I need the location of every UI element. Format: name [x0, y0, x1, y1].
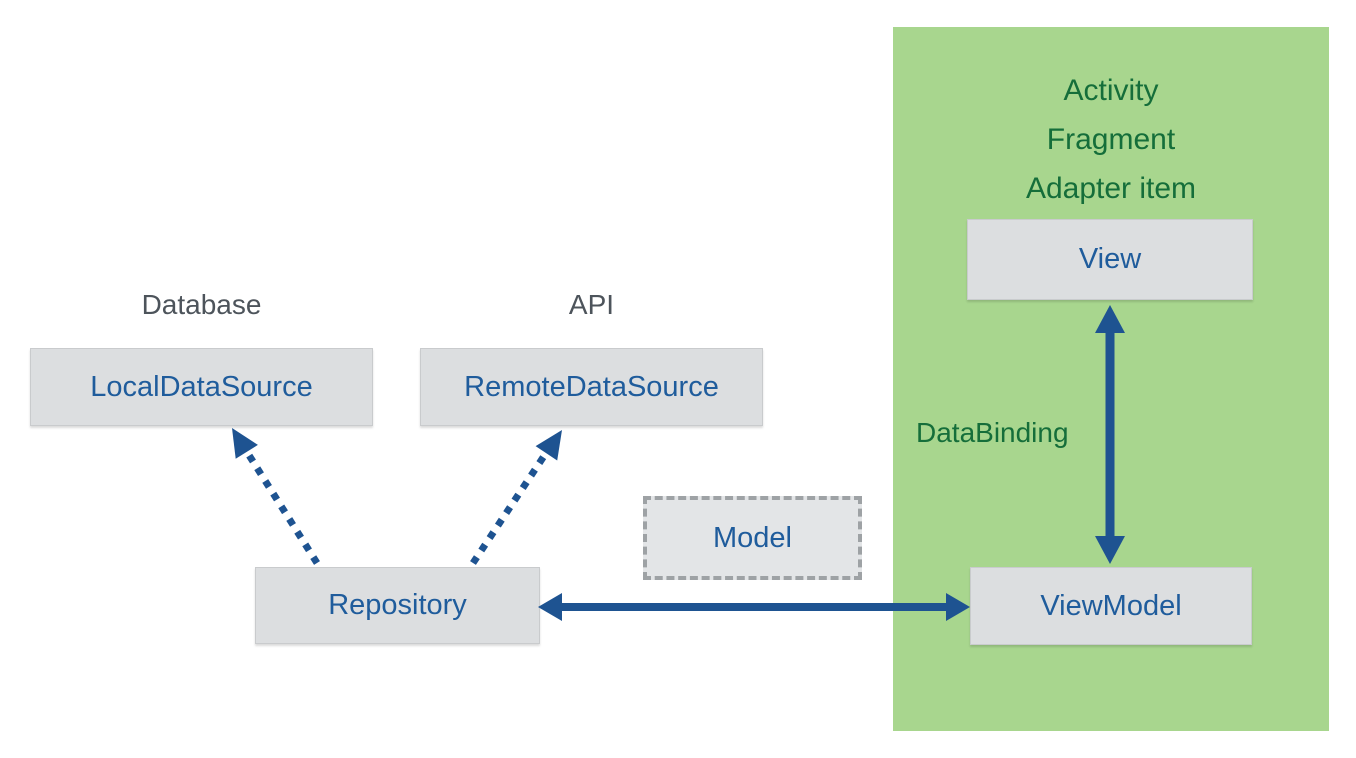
node-view-label: View [1078, 243, 1142, 275]
node-model-label: Model [713, 521, 792, 554]
node-remote-data-source: RemoteDataSource [420, 348, 763, 426]
node-local-data-source-label: LocalDataSource [90, 370, 313, 403]
api-label: API [568, 289, 615, 320]
node-repository-label: Repository [328, 589, 467, 621]
node-model: Model [643, 496, 862, 580]
node-local-data-source: LocalDataSource [30, 348, 373, 426]
node-view: View [967, 219, 1253, 300]
repository-to-remotedatasource-arrow [470, 430, 562, 565]
database-label: Database [141, 289, 262, 320]
ui-layer-header-line-fragment: Fragment [1046, 123, 1176, 156]
repository-to-localdatasource-arrow [232, 428, 320, 565]
ui-layer-header: Activity Fragment Adapter item [893, 66, 1329, 213]
node-remote-data-source-label: RemoteDataSource [464, 370, 719, 403]
node-repository: Repository [255, 567, 540, 644]
node-viewmodel: ViewModel [970, 567, 1252, 645]
databinding-label: DataBinding [916, 417, 1069, 448]
ui-layer-header-line-adapter-item: Adapter item [1025, 172, 1197, 205]
ui-layer-header-line-activity: Activity [1063, 74, 1159, 107]
node-viewmodel-label: ViewModel [1040, 589, 1182, 622]
